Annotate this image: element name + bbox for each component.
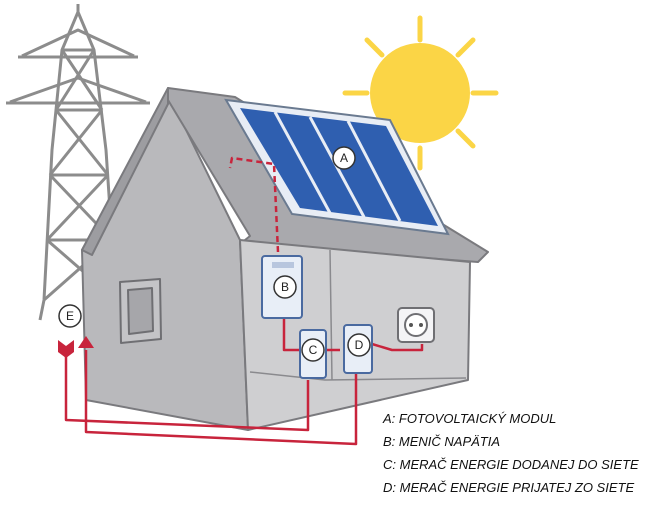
sun-icon	[342, 15, 499, 171]
dc-cable	[228, 156, 280, 253]
wiring	[58, 156, 424, 446]
legend-item-a: A: FOTOVOLTAICKÝ MODUL	[383, 411, 557, 426]
grid-arrows-icon	[58, 336, 94, 358]
marker-c: C	[301, 338, 325, 362]
marker-a: A	[332, 146, 356, 170]
power-tower-icon	[6, 4, 150, 321]
marker-e: E	[58, 304, 82, 328]
marker-d: D	[347, 333, 371, 357]
svg-text:E: E	[66, 309, 74, 323]
legend: A: FOTOVOLTAICKÝ MODUL B: MENIČ NAPÄTIA …	[383, 407, 658, 499]
svg-text:B: B	[281, 280, 289, 294]
svg-text:D: D	[355, 338, 364, 352]
power-socket-icon	[397, 307, 435, 343]
svg-text:C: C	[309, 343, 318, 357]
legend-item-b: B: MENIČ NAPÄTIA	[383, 434, 501, 449]
marker-b: B	[273, 275, 297, 299]
legend-item-c: C: MERAČ ENERGIE DODANEJ DO SIETE	[383, 457, 639, 472]
svg-text:A: A	[340, 151, 348, 165]
legend-item-d: D: MERAČ ENERGIE PRIJATEJ ZO SIETE	[383, 480, 635, 495]
